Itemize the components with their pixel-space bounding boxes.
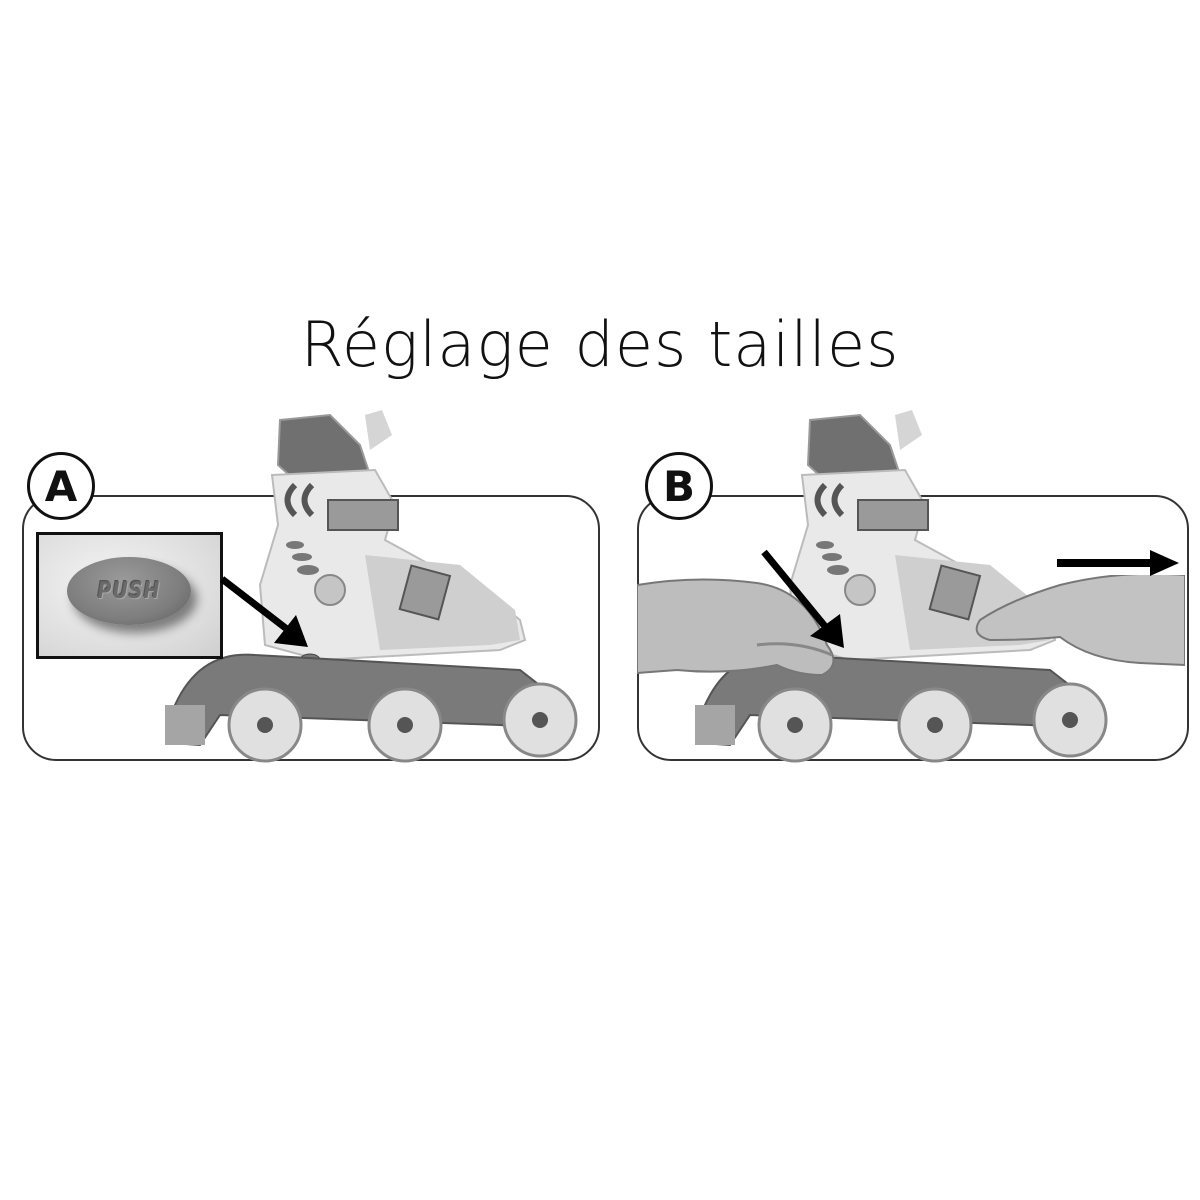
push-button-closeup: PUSH <box>36 532 223 659</box>
arrow-press-button-icon <box>761 549 844 648</box>
page-title: Réglage des tailles <box>300 308 900 381</box>
right-hand-icon <box>975 575 1185 667</box>
left-hand-icon <box>637 578 835 677</box>
inline-skate-b <box>695 410 1108 763</box>
push-button-icon: PUSH <box>67 557 191 625</box>
arrow-to-push-button-icon <box>219 576 308 647</box>
push-button-label: PUSH <box>97 578 161 604</box>
panel-b-badge: B <box>645 452 713 520</box>
panel-a-badge: A <box>27 452 95 520</box>
inline-skate-a <box>165 410 578 763</box>
arrow-pull-forward-icon <box>1057 550 1179 576</box>
